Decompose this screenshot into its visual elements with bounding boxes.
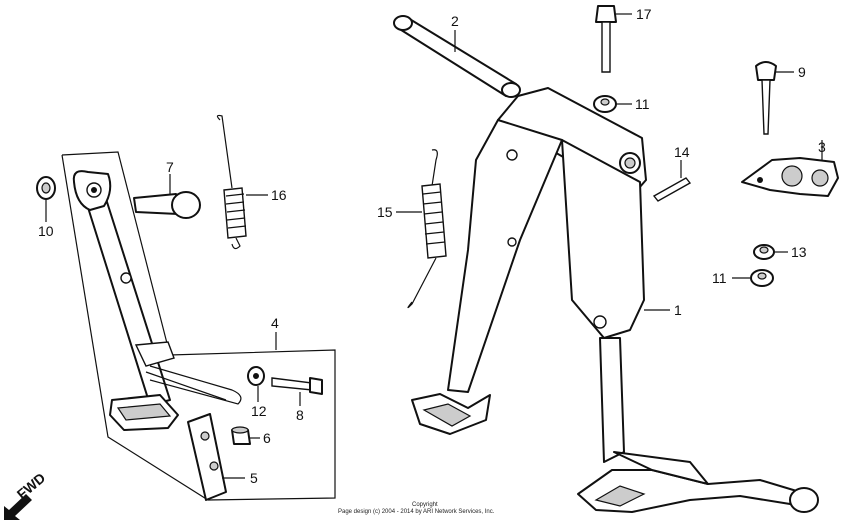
part-15-spring: [396, 149, 447, 309]
part-6-collar: [231, 426, 260, 445]
callout-1: 1: [674, 302, 682, 318]
part-11-nut-lower: [732, 269, 774, 287]
part-3-plate: [741, 140, 839, 197]
callout-11-lower: 11: [712, 270, 727, 286]
callout-3: 3: [818, 139, 826, 155]
part-14-pin: [652, 160, 692, 202]
callout-2: 2: [451, 13, 459, 29]
callout-7: 7: [166, 159, 174, 175]
callout-4: 4: [271, 315, 279, 331]
callout-8: 8: [296, 407, 304, 423]
part-10-nut: [36, 176, 56, 222]
part-12-washer: [247, 366, 265, 402]
part-16-spring: [216, 114, 268, 250]
part-13-nut: [753, 244, 788, 260]
part-7-pivot-bolt: [133, 174, 201, 219]
callout-5: 5: [250, 470, 258, 486]
copyright-line-2: Page design (c) 2004 - 2014 by ARI Netwo…: [338, 509, 495, 515]
callout-9: 9: [798, 64, 806, 80]
part-17-bolt: [595, 5, 632, 73]
callout-6: 6: [263, 430, 271, 446]
callout-17: 17: [636, 6, 652, 22]
part-5-rubber-stop: [187, 413, 245, 501]
callout-14: 14: [674, 144, 690, 160]
callout-15: 15: [377, 204, 393, 220]
part-9-bolt: [755, 61, 794, 135]
callout-13: 13: [791, 244, 807, 260]
side-stand-assembly: [61, 151, 336, 501]
callout-16: 16: [271, 187, 287, 203]
part-2-pivot-shaft: [393, 15, 521, 98]
forward-direction-indicator: FWD: [4, 470, 48, 520]
callout-12: 12: [251, 403, 267, 419]
part-11-nut-upper: [593, 95, 632, 113]
part-8-bolt: [271, 377, 323, 406]
main-stand: [411, 87, 819, 513]
callout-10: 10: [38, 223, 54, 239]
forward-label: FWD: [14, 470, 49, 503]
copyright-line-1: Copyright: [412, 502, 438, 508]
forward-arrow-icon: [4, 494, 32, 520]
callout-11-upper: 11: [635, 96, 650, 112]
